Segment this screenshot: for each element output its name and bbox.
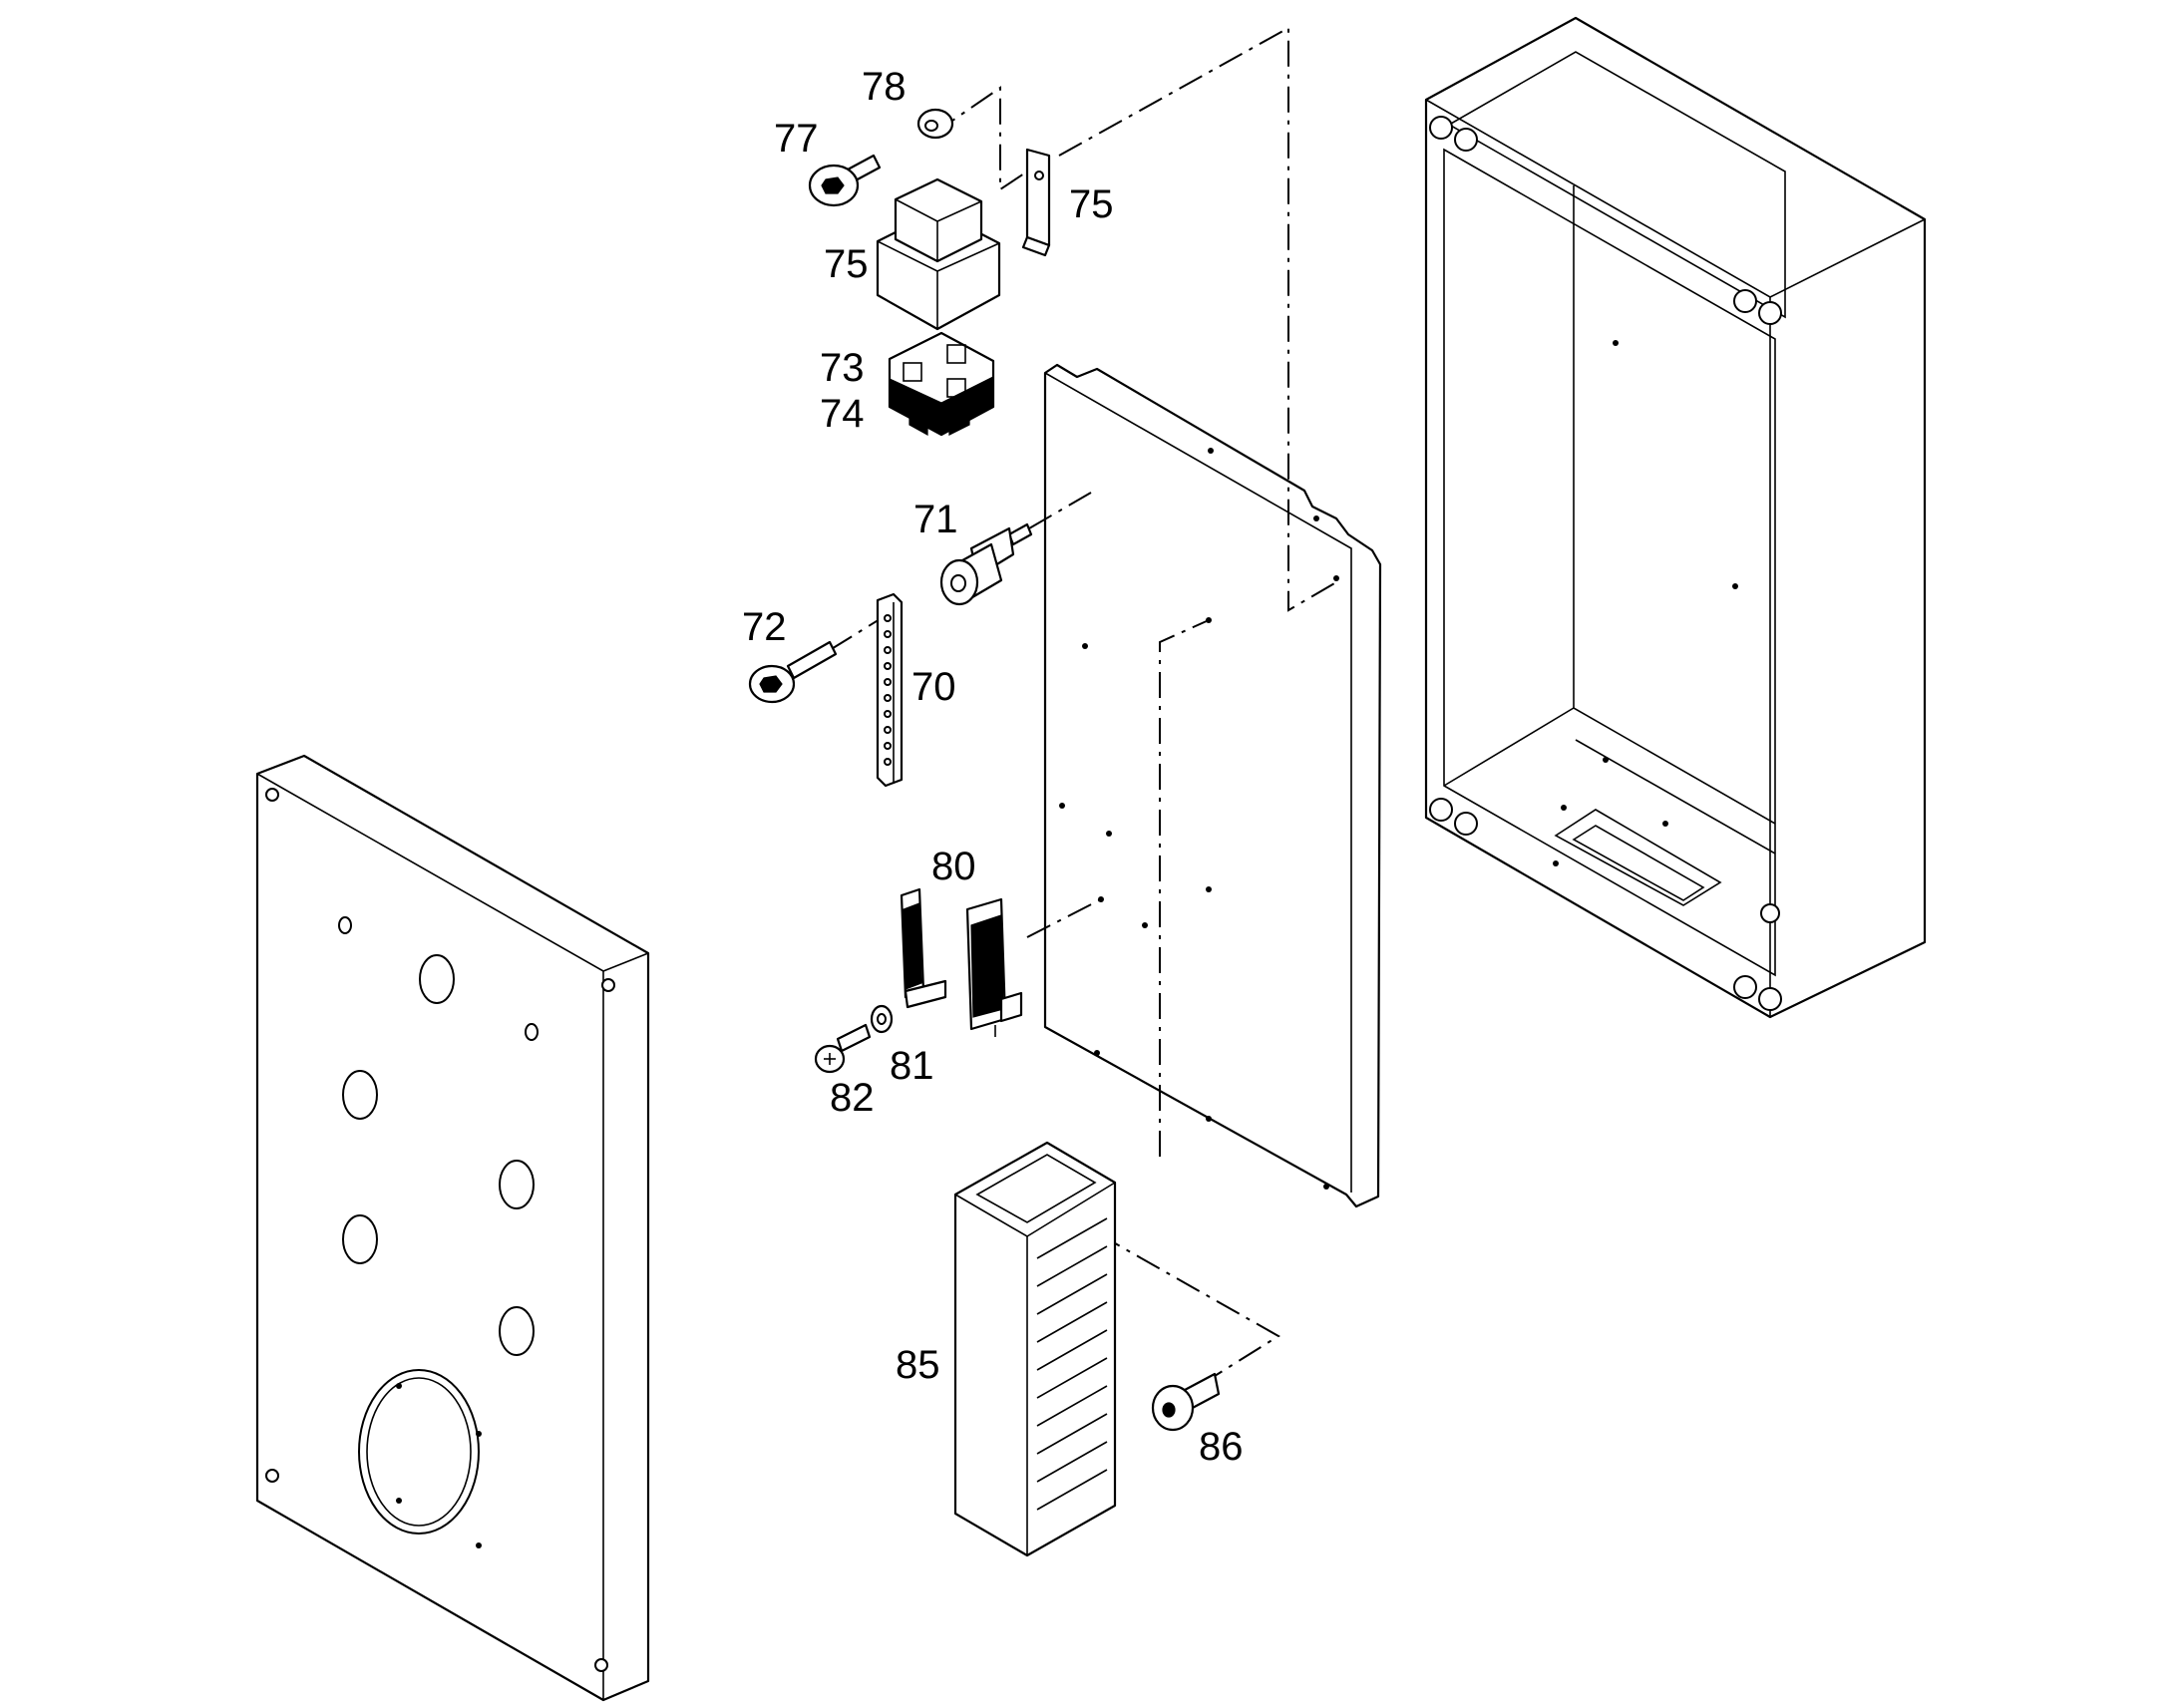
callout-77: 77	[774, 117, 819, 161]
standoff-71	[939, 522, 1033, 606]
enclosure-box	[1424, 16, 1927, 1019]
resistors-80	[900, 887, 1023, 1037]
screw-82	[814, 1023, 872, 1074]
callout-80: 80	[931, 845, 976, 888]
mounting-plate	[1043, 363, 1382, 1208]
terminal-strip-70	[876, 592, 904, 788]
callout-71: 71	[913, 498, 958, 541]
screw-77	[808, 154, 882, 207]
terminal-cover-85	[953, 1141, 1117, 1557]
leader-lines	[829, 26, 1337, 1377]
callout-86: 86	[1199, 1425, 1244, 1469]
washer-78	[916, 108, 954, 140]
callout-70: 70	[911, 665, 956, 709]
callout-81: 81	[890, 1044, 934, 1088]
callout-72: 72	[742, 605, 787, 649]
callout-82: 82	[830, 1076, 875, 1120]
callout-labels: 78 77 75 75 73 74 71 72 70 80 81 82 85 8…	[742, 65, 1244, 1469]
callout-85: 85	[896, 1343, 940, 1387]
callout-78: 78	[862, 65, 907, 109]
callout-73: 73	[820, 346, 865, 390]
screw-86	[1151, 1372, 1221, 1432]
callout-75-relay: 75	[824, 242, 869, 286]
washer-81	[870, 1004, 894, 1034]
relay-75	[876, 177, 1001, 331]
front-cover-plate	[255, 754, 650, 1702]
bracket-75	[1021, 148, 1051, 257]
callout-75-bracket: 75	[1069, 182, 1114, 226]
callout-74: 74	[820, 392, 865, 436]
relay-socket-73-74	[888, 331, 995, 437]
screw-72	[748, 640, 838, 704]
